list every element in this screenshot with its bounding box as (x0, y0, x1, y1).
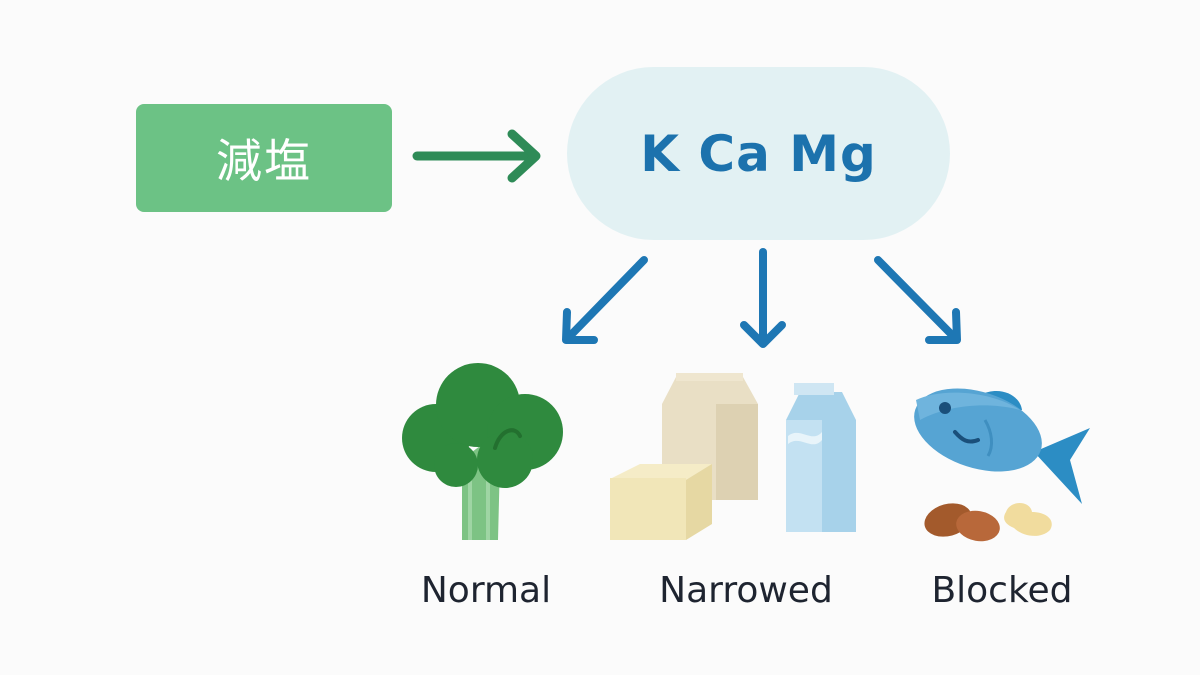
minerals-pill: K Ca Mg (567, 67, 950, 240)
salt-reduction-box: 減塩 (136, 104, 392, 212)
outcome-label-narrowed: Narrowed (659, 570, 833, 611)
fish-nuts-icon (914, 388, 1090, 542)
arrow-to-normal (562, 256, 648, 344)
minerals-label: K Ca Mg (640, 124, 877, 183)
dairy-icon (610, 373, 856, 540)
green-arrow (412, 129, 541, 183)
arrow-to-narrowed (740, 248, 786, 348)
salt-reduction-label: 減塩 (216, 134, 312, 188)
outcome-label-normal: Normal (420, 570, 552, 611)
outcome-label-blocked: Blocked (931, 570, 1073, 611)
arrow-to-blocked (874, 256, 961, 344)
broccoli-icon (402, 363, 563, 540)
